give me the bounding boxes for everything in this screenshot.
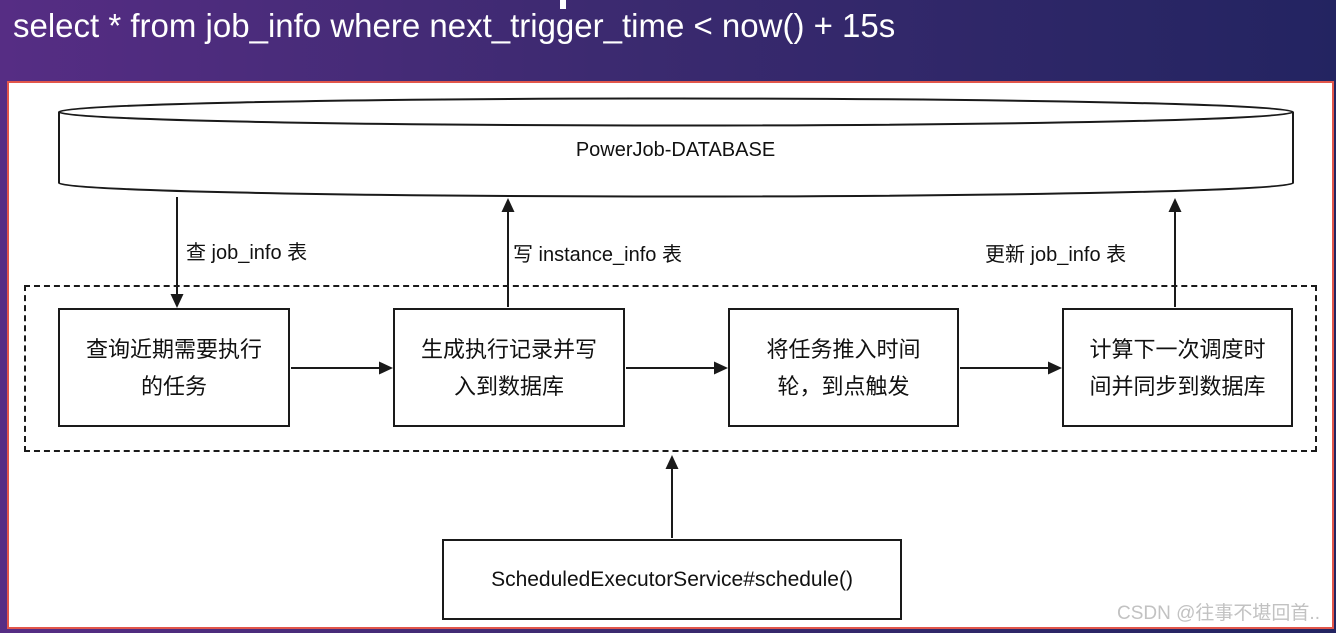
cropped-text-fragment [560, 0, 566, 9]
step-label-line: 的任务 [140, 373, 207, 399]
arrow-write-instance-info [501, 198, 515, 307]
edge-label-write-instance-info: 写 instance_info 表 [513, 244, 682, 266]
step-label-line: 生成执行记录并写 [420, 336, 597, 362]
step-label-line: 计算下一次调度时 [1089, 336, 1266, 362]
database-cylinder [58, 97, 1294, 198]
edge-label-update-job-info: 更新 job_info 表 [985, 244, 1127, 266]
step-label-line: 将任务推入时间 [766, 336, 921, 362]
step-calc-next-trigger: 计算下一次调度时间并同步到数据库 [1062, 308, 1293, 427]
step-query-recent-jobs: 查询近期需要执行的任务 [58, 308, 290, 427]
step-label-line: 查询近期需要执行 [85, 336, 262, 362]
step-label: 将任务推入时间轮，到点触发 [766, 331, 920, 405]
scheduler-loop-boundary [24, 285, 1317, 452]
step-label: 查询近期需要执行的任务 [86, 331, 262, 405]
step-create-exec-record: 生成执行记录并写入到数据库 [393, 308, 625, 427]
arrow-update-job-info [1168, 198, 1182, 307]
step-label: 计算下一次调度时间并同步到数据库 [1089, 331, 1265, 405]
step-label: 生成执行记录并写入到数据库 [421, 331, 597, 405]
step-label-line: 间并同步到数据库 [1089, 373, 1266, 399]
arrow-step2-step3 [626, 361, 728, 375]
scheduler-box: ScheduledExecutorService#schedule() [442, 539, 902, 620]
edge-label-query-job-info: 查 job_info 表 [186, 242, 308, 264]
arrow-query-job-info [170, 197, 184, 308]
sql-query-text: select * from job_info where next_trigge… [13, 7, 896, 44]
arrow-step1-step2 [291, 361, 393, 375]
step-label-line: 入到数据库 [453, 373, 564, 399]
step-push-time-wheel: 将任务推入时间轮，到点触发 [728, 308, 959, 427]
scheduler-label: ScheduledExecutorService#schedule() [491, 568, 853, 591]
database-label: PowerJob-DATABASE [575, 139, 776, 161]
arrow-step3-step4 [960, 361, 1062, 375]
step-label-line: 轮，到点触发 [777, 373, 910, 399]
arrow-scheduler-trigger [665, 455, 679, 538]
csdn-watermark: CSDN @往事不堪回首.. [1117, 603, 1320, 624]
